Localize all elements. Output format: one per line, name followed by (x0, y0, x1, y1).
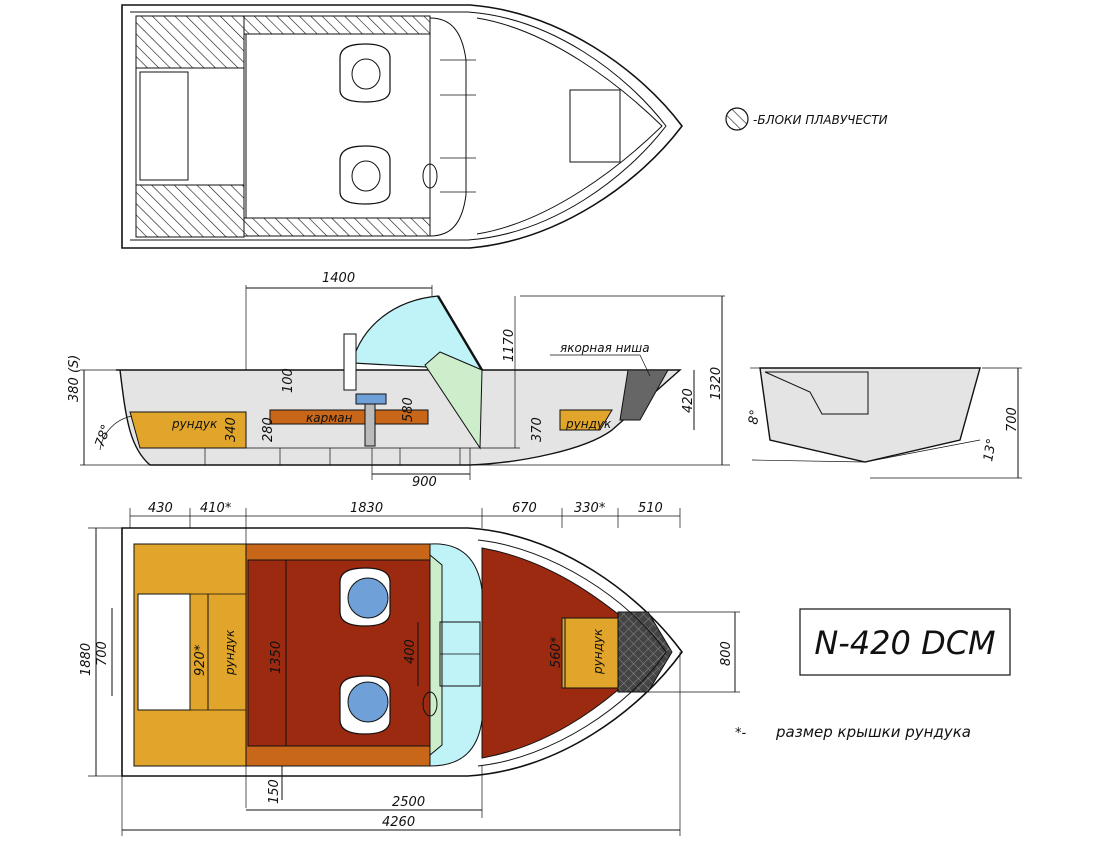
seat-icon (339, 43, 391, 103)
dim-1880: 1880 (79, 643, 94, 676)
anchor-grid (617, 611, 673, 693)
dim-2500: 2500 (392, 795, 425, 810)
footnote: *- размер крышки рундука (735, 723, 971, 741)
side-seat (343, 333, 357, 391)
dim-420: 420 (681, 388, 696, 413)
color-plan-view: 430 410* 1830 670 330* 510 1880 700 920*… (79, 501, 740, 836)
steering-wheel-icon (422, 691, 438, 717)
hatch-swatch-icon (725, 107, 749, 131)
legend-label: -БЛОКИ ПЛАВУЧЕСТИ (753, 113, 888, 127)
dim-1320: 1320 (709, 367, 724, 400)
angle-13: 13° (981, 437, 1000, 462)
dim-330: 330* (574, 501, 606, 516)
seat-icon (339, 567, 391, 627)
dim-580: 580 (401, 397, 416, 422)
dim-700-section: 700 (1005, 407, 1020, 432)
footnote-mark: *- (735, 726, 747, 741)
footnote-text: размер крышки рундука (775, 723, 971, 741)
label-locker-fwd-side: рундук (565, 417, 612, 431)
dim-1400: 1400 (322, 271, 355, 286)
legend: -БЛОКИ ПЛАВУЧЕСТИ (725, 107, 888, 131)
dim-1350: 1350 (269, 641, 284, 674)
dim-430: 430 (148, 501, 173, 516)
label-pocket: карман (306, 411, 353, 425)
dim-700: 700 (95, 641, 110, 666)
windshield (351, 295, 484, 371)
top-plan-view (121, 4, 684, 249)
steering-wheel-icon (422, 163, 438, 189)
dim-1830: 1830 (350, 501, 383, 516)
dim-280: 280 (261, 417, 276, 442)
dim-900: 900 (412, 475, 437, 490)
label-locker-aft-side: рундук (171, 417, 218, 431)
dim-670: 670 (512, 501, 537, 516)
label-locker-fwd-plan: рундук (591, 628, 605, 675)
dim-4260: 4260 (382, 815, 415, 830)
angle-78: 78° (93, 423, 115, 450)
label-locker-aft-plan: рундук (223, 629, 237, 676)
dim-560: 560* (549, 636, 564, 668)
dim-510: 510 (638, 501, 663, 516)
anchor-niche-shape (619, 369, 669, 421)
dim-410: 410* (200, 501, 232, 516)
seat-icon (339, 145, 391, 205)
dim-370: 370 (530, 417, 545, 442)
label-anchor-niche: якорная ниша (560, 341, 650, 355)
seat-icon (339, 675, 391, 735)
dim-100: 100 (281, 368, 296, 393)
dim-800: 800 (719, 641, 734, 666)
model-title: N-420 DCM (799, 608, 1011, 676)
side-pocket (269, 409, 429, 425)
dim-340: 340 (224, 417, 239, 442)
angle-8: 8° (746, 409, 763, 426)
dim-920: 920* (193, 644, 208, 676)
section-view: 700 8° 13° (746, 367, 1022, 479)
side-view: 1400 1170 1320 420 380 (S) 100 580 340 2… (67, 271, 730, 490)
dim-1170: 1170 (502, 329, 517, 362)
dim-400: 400 (403, 639, 418, 664)
dim-150: 150 (267, 779, 282, 804)
model-name: N-420 DCM (814, 624, 995, 662)
dim-380s: 380 (S) (67, 355, 82, 402)
